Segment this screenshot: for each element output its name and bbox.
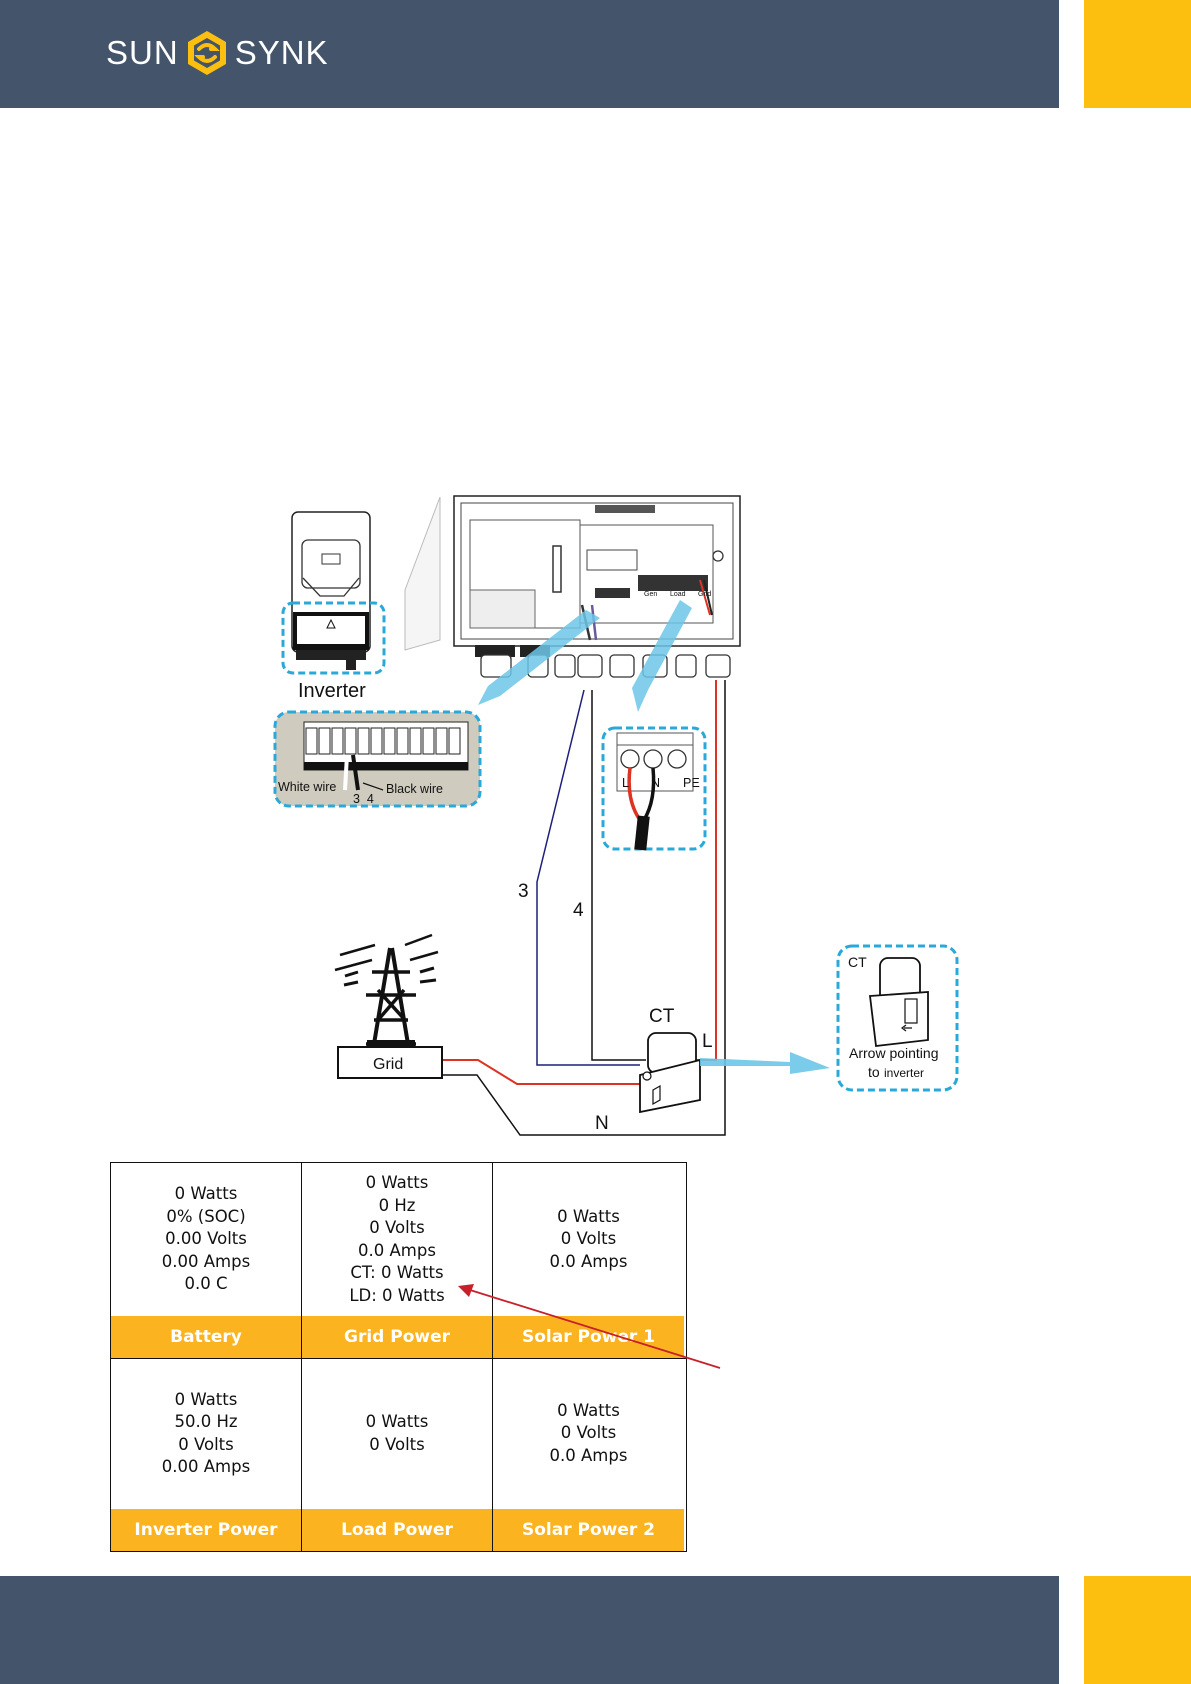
stat-value-line: 0.0 Amps bbox=[549, 1251, 628, 1271]
grid-label: Grid bbox=[373, 1056, 403, 1073]
inverter-label: Inverter bbox=[298, 680, 366, 702]
sunsynk-swirl-icon bbox=[187, 31, 226, 75]
stat-value-line: 0.00 Volts bbox=[165, 1229, 247, 1249]
stat-values: 0 Watts 0 Volts bbox=[302, 1358, 492, 1509]
electricity-pylon-icon bbox=[334, 933, 439, 1046]
terminal-l-label: L bbox=[622, 776, 629, 790]
row-divider bbox=[111, 1358, 686, 1359]
ct-detail-box bbox=[836, 944, 959, 1092]
grid-terminal-detail bbox=[601, 726, 707, 851]
stat-label: Inverter Power bbox=[111, 1509, 301, 1551]
sunsynk-logo: SUN SYNK bbox=[106, 28, 329, 78]
stat-value-line: 0 Volts bbox=[369, 1218, 425, 1237]
stat-label: Solar Power 1 bbox=[493, 1316, 684, 1358]
stat-value-line: 0 Volts bbox=[560, 1229, 617, 1249]
black-wire-label: Black wire bbox=[386, 782, 443, 796]
pin-numbers-label: 3 4 bbox=[353, 792, 374, 806]
terminal-grid-label: Grid bbox=[698, 591, 711, 598]
wire-grid-line bbox=[441, 1059, 640, 1085]
stat-values: 0 Watts 50.0 Hz 0 Volts 0.00 Amps bbox=[111, 1358, 301, 1509]
stat-label: Grid Power bbox=[302, 1316, 492, 1358]
stat-value-line: 0 Volts bbox=[560, 1423, 617, 1443]
pointer-arrow-ct bbox=[700, 1052, 830, 1074]
footer-bar bbox=[0, 1576, 1059, 1684]
stat-value-line: 0 Watts bbox=[557, 1206, 620, 1226]
ct-detail-label: CT bbox=[848, 954, 867, 970]
stat-value-line: 0 Hz bbox=[378, 1195, 416, 1215]
wire-4-label: 4 bbox=[573, 900, 584, 921]
stat-value-line: 0.0 C bbox=[184, 1274, 228, 1294]
terminal-load-label: Load bbox=[670, 591, 686, 598]
stat-label: Battery bbox=[111, 1316, 301, 1358]
stat-value-line: 0 Watts bbox=[365, 1412, 429, 1431]
inverter-highlight-box bbox=[281, 601, 386, 675]
terminal-n-label: N bbox=[651, 776, 660, 790]
wire-4 bbox=[591, 690, 646, 1061]
stat-value-line: 0 Volts bbox=[369, 1434, 425, 1454]
line-l-label: L bbox=[702, 1031, 713, 1052]
arrow-note-line1: Arrow pointing bbox=[849, 1045, 939, 1061]
stat-value-line: 0% (SOC) bbox=[166, 1206, 246, 1226]
stat-value-line: 0.00 Amps bbox=[161, 1457, 251, 1476]
stat-value-line: CT: 0 Watts bbox=[350, 1263, 444, 1282]
grid-box bbox=[337, 1046, 443, 1079]
inverter-illustration bbox=[291, 511, 371, 670]
stat-value-line: 0 Volts bbox=[178, 1434, 234, 1454]
stat-value-line: LD: 0 Watts bbox=[349, 1285, 445, 1305]
terminal-gen-label: Gen bbox=[644, 591, 657, 598]
terminal-pe-label: PE bbox=[683, 776, 700, 790]
stat-value-line: 0.0 Amps bbox=[549, 1445, 628, 1465]
footer-accent-block bbox=[1084, 1576, 1191, 1684]
header-bar bbox=[0, 0, 1059, 108]
white-wire-label: White wire bbox=[278, 780, 336, 794]
arrow-note-inverter: inverter bbox=[884, 1066, 924, 1080]
stat-value-line: 0 Watts bbox=[365, 1173, 429, 1192]
line-n-label: N bbox=[595, 1113, 609, 1134]
terminal-detail-box bbox=[273, 710, 482, 808]
header-accent-block bbox=[1084, 0, 1191, 108]
ct-wiring-diagram: Inverter Gen Lo bbox=[273, 495, 959, 1136]
stat-value-line: 0.0 Amps bbox=[358, 1240, 436, 1260]
stat-value-line: 0 Watts bbox=[174, 1184, 238, 1204]
wire-neutral bbox=[441, 680, 726, 1136]
ct-label: CT bbox=[649, 1006, 675, 1027]
stat-value-line: 0 Watts bbox=[174, 1389, 238, 1409]
arrow-note-to: to bbox=[868, 1064, 880, 1080]
logo-text-right: SYNK bbox=[234, 34, 329, 71]
logo-text-left: SUN bbox=[106, 34, 179, 71]
wire-3-label: 3 bbox=[518, 881, 529, 902]
pointer-arrow-grid-terminal bbox=[632, 600, 692, 712]
wire-3 bbox=[536, 689, 640, 1066]
stat-value-line: 50.0 Hz bbox=[174, 1412, 238, 1431]
stat-value-line: 0.00 Amps bbox=[161, 1251, 251, 1271]
ct-clamp bbox=[639, 1032, 701, 1114]
stat-label: Solar Power 2 bbox=[493, 1509, 684, 1551]
stat-label: Load Power bbox=[302, 1509, 492, 1551]
pointer-arrow-terminal bbox=[478, 610, 600, 705]
stat-value-line: 0 Watts bbox=[557, 1400, 620, 1420]
